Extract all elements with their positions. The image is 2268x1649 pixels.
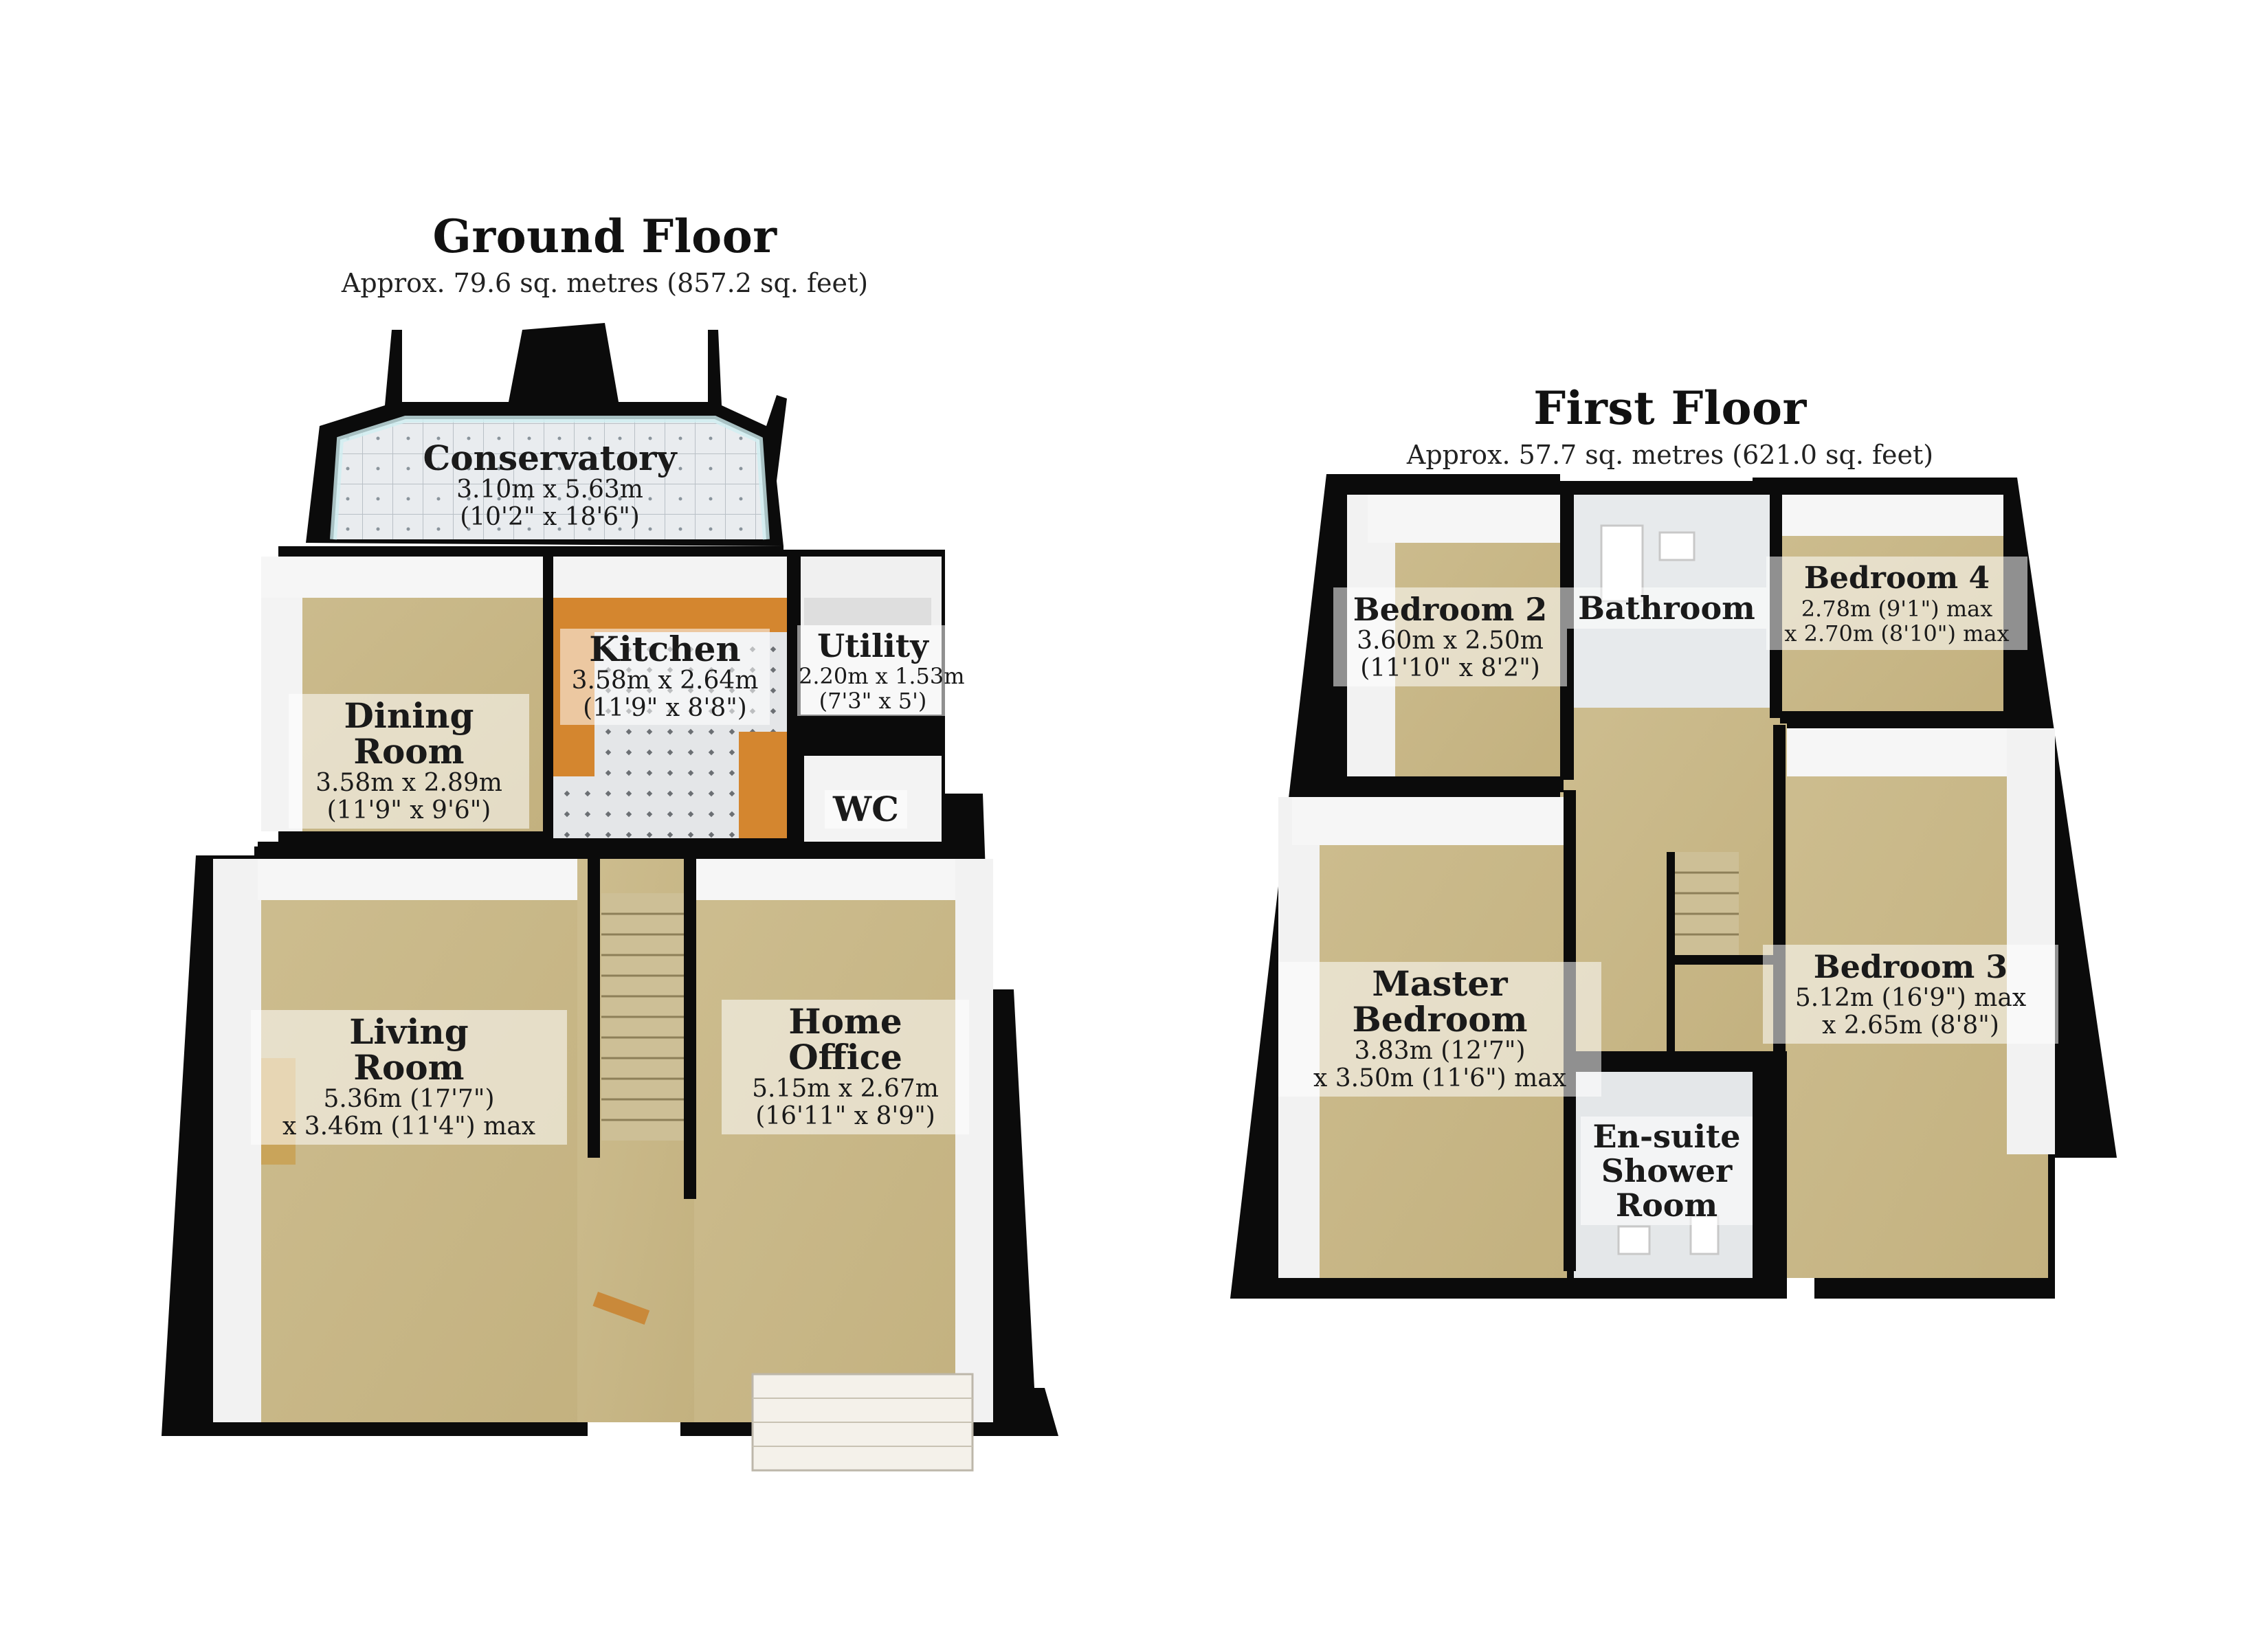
- home-office-floor: [694, 859, 983, 1422]
- garage-door: [751, 1373, 974, 1472]
- front-door: [592, 1292, 650, 1325]
- first-staircase: [1674, 852, 1739, 962]
- bedroom-3-label: Bedroom 3 5.12m (16'9") max x 2.65m (8'8…: [1763, 945, 2058, 1044]
- first-floor-title: First Floor: [1533, 381, 1807, 435]
- utility-label: Utility 2.20m x 1.53m (7'3" x 5'): [797, 625, 965, 716]
- living-room-label: Living Room 5.36m (17'7") x 3.46m (11'4"…: [251, 1010, 567, 1145]
- master-bedroom-label: Master Bedroom 3.83m (12'7") x 3.50m (11…: [1278, 962, 1601, 1097]
- home-office-label: Home Office 5.15m x 2.67m (16'11" x 8'9"…: [722, 1000, 969, 1134]
- ground-floor-title: Ground Floor: [432, 210, 777, 263]
- first-floor-area: Approx. 57.7 sq. metres (621.0 sq. feet): [1406, 440, 1934, 470]
- first-internal-walls: [1292, 484, 2014, 1271]
- ground-internal-walls: [258, 550, 952, 1199]
- ground-floor-area: Approx. 79.6 sq. metres (857.2 sq. feet): [341, 268, 869, 298]
- ground-staircase: [601, 893, 684, 1141]
- conservatory-floor: [333, 419, 766, 539]
- bedroom-4-label: Bedroom 4 2.78m (9'1") max x 2.70m (8'10…: [1766, 557, 2027, 650]
- kitchen-worktop-right: [739, 732, 787, 838]
- ensuite-label: En-suite Shower Room: [1581, 1117, 1753, 1225]
- basin: [1658, 531, 1696, 561]
- kitchen-label: Kitchen 3.58m x 2.64m (11'9" x 8'8"): [560, 629, 770, 725]
- conservatory-label: Conservatory 3.10m x 5.63m (10'2" x 18'6…: [423, 438, 677, 531]
- dining-room-label: Dining Room 3.58m x 2.89m (11'9" x 9'6"): [289, 694, 529, 829]
- wc-label: WC: [825, 790, 907, 829]
- bathroom-label: Bathroom: [1567, 587, 1766, 629]
- bedroom-2-label: Bedroom 2 3.60m x 2.50m (11'10" x 8'2"): [1333, 587, 1567, 686]
- ensuite-basin: [1617, 1225, 1651, 1255]
- utility-worktop: [804, 598, 931, 625]
